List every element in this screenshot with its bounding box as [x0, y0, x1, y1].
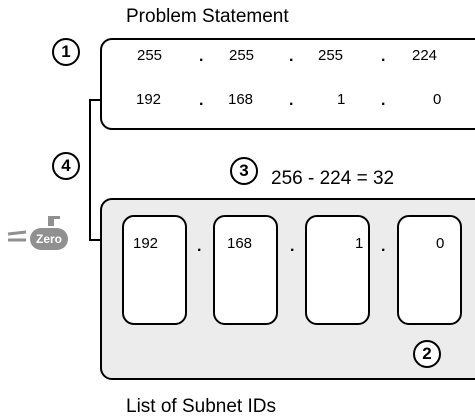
subnet-octet-1: 192 [133, 235, 159, 252]
ip-octet-4: 0 [433, 91, 442, 108]
ip-dot-2: . [289, 92, 294, 109]
mask-dot-2: . [289, 48, 294, 65]
problem-statement-box [100, 38, 475, 130]
mask-octet-1: 255 [137, 47, 163, 64]
calculation-equation: 256 - 224 = 32 [271, 168, 395, 189]
mask-octet-3: 255 [318, 47, 344, 64]
subnet-slot-4 [397, 215, 462, 325]
ip-dot-3: . [381, 92, 386, 109]
mask-dot-1: . [199, 48, 204, 65]
subnet-dot-1: . [197, 238, 202, 255]
subnet-dot-3: . [381, 238, 386, 255]
subnet-slot-3 [305, 215, 370, 325]
problem-statement-title: Problem Statement [126, 6, 289, 27]
ip-octet-3: 1 [337, 91, 346, 108]
step-3-marker: 3 [230, 157, 258, 185]
zero-badge: Zero [30, 228, 68, 250]
subnet-octet-3: 1 [355, 235, 364, 252]
subnet-octet-4: 0 [436, 235, 445, 252]
mask-octet-2: 255 [229, 47, 255, 64]
ip-octet-1: 192 [136, 91, 162, 108]
step-4-marker: 4 [52, 152, 80, 180]
ip-octet-2: 168 [228, 91, 254, 108]
subnet-slot-1 [122, 215, 187, 325]
subnet-octet-2: 168 [227, 235, 253, 252]
step-1-marker: 1 [52, 38, 80, 66]
submarine-icon [7, 216, 60, 242]
subnet-dot-2: . [290, 238, 295, 255]
subnet-ids-title: List of Subnet IDs [126, 396, 276, 417]
mask-octet-4: 224 [412, 47, 438, 64]
step-2-marker: 2 [413, 340, 441, 368]
subnet-slot-2 [213, 215, 278, 325]
mask-dot-3: . [381, 48, 386, 65]
ip-dot-1: . [199, 92, 204, 109]
